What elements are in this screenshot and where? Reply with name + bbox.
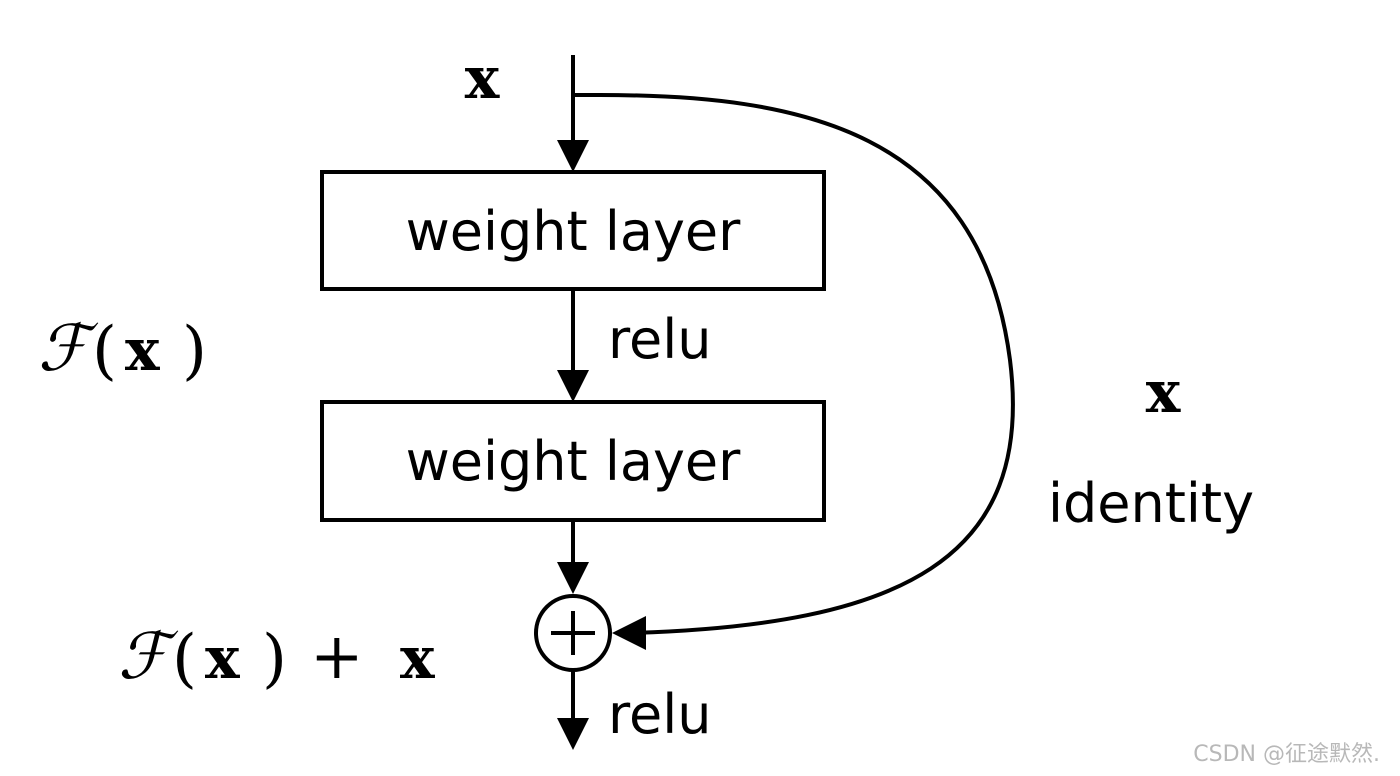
relu-label-2: relu [608, 683, 711, 746]
weight-layer-1-label: weight layer [406, 200, 742, 263]
input-x-label: x [465, 44, 500, 112]
adder-node [534, 594, 612, 672]
function-label: ℱ ( x ) [38, 312, 207, 388]
relu-arrow-1-head [557, 370, 589, 402]
watermark: CSDN @征途默然. [1193, 742, 1380, 767]
adder-input-arrow-head [557, 562, 589, 594]
identity-x-label: x [1146, 358, 1181, 426]
weight-layer-2-box [320, 400, 826, 522]
identity-shortcut-arrow-head [612, 616, 646, 650]
function-label-open-paren: ( [92, 314, 117, 388]
identity-shortcut-curve [573, 93, 1015, 635]
sum-label-close-paren: ) [262, 622, 287, 696]
function-label-close-paren: ) [182, 314, 207, 388]
relu-label-1: relu [608, 308, 711, 371]
input-arrow-head [557, 140, 589, 172]
sum-label-open-paren: ( [172, 622, 197, 696]
sum-label-var2: x [400, 624, 435, 692]
weight-layer-1: weight layer [320, 170, 826, 291]
function-label-var: x [125, 316, 160, 384]
function-label-script-f: ℱ [38, 312, 99, 386]
sum-label: ℱ ( x ) + x [118, 620, 435, 696]
sum-label-script-f: ℱ [118, 620, 179, 694]
sum-label-var: x [205, 624, 240, 692]
output-arrow-head [557, 718, 589, 750]
weight-layer-2: weight layer [320, 400, 826, 522]
weight-layer-2-label: weight layer [406, 430, 742, 493]
identity-label: identity [1048, 472, 1254, 535]
sum-label-plus: + [310, 620, 364, 694]
